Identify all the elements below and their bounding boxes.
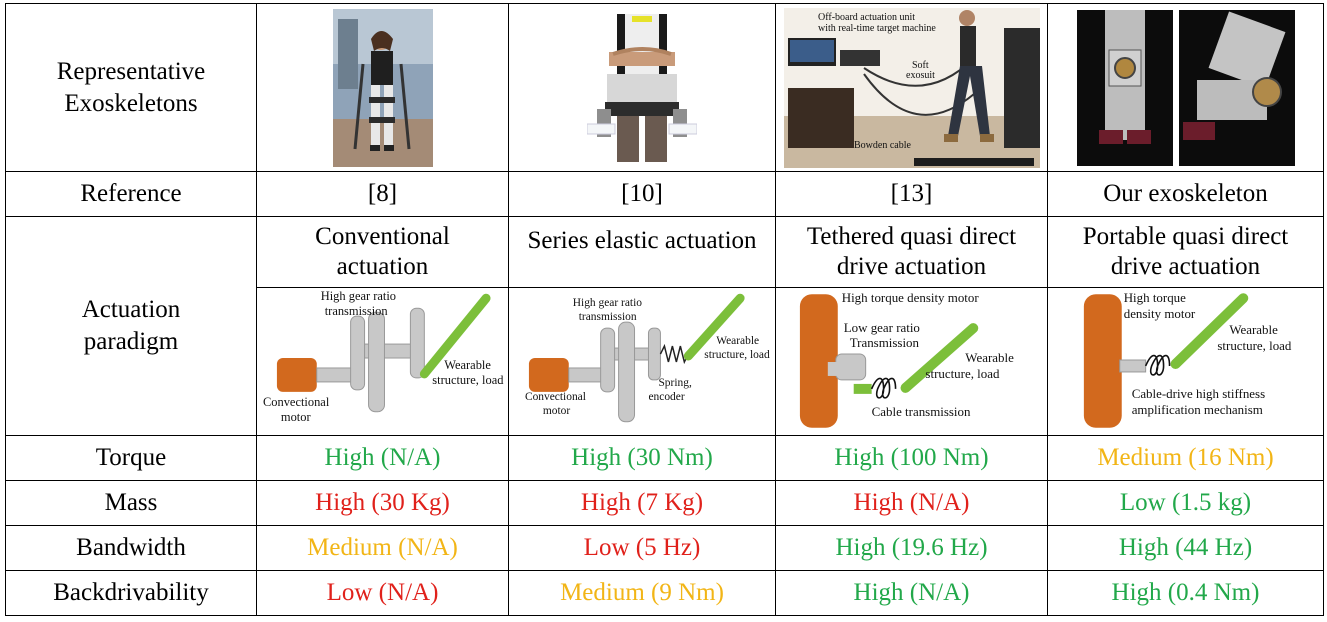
bandwidth-value-2: Low (5 Hz) [508, 525, 776, 571]
diagram-series-elastic: High gear ratio transmission Wearable st… [509, 288, 775, 435]
actuation-cell-4: Portable quasi direct drive actuation Hi… [1047, 216, 1324, 436]
gear-icon [618, 321, 636, 422]
exoskeleton-photo-4 [1047, 3, 1324, 172]
diagram-label: Wearable [1229, 322, 1278, 337]
actuation-cell-1: Conventional actuation High gear ratio t… [256, 216, 509, 436]
photo-label-offboard: Off-board actuation unit [818, 12, 915, 23]
wearable-link-icon [1170, 293, 1249, 369]
backdrivability-value-1: Low (N/A) [256, 570, 509, 616]
diagram-label: density motor [1124, 306, 1196, 321]
diagram-conventional: High gear ratio transmission Wearable st… [257, 288, 508, 435]
diagram-label: Convectional [263, 395, 330, 409]
comparison-table: Representative Exoskeletons [5, 3, 1324, 616]
paradigm-title-4: Portable quasi direct drive actuation [1048, 217, 1323, 288]
exoskeleton-photo-1 [256, 3, 509, 172]
diagram-label: amplification mechanism [1132, 402, 1263, 417]
bandwidth-value-1: Medium (N/A) [256, 525, 509, 571]
diagram-label: transmission [579, 311, 637, 323]
row-header-backdrivability: Backdrivability [5, 570, 257, 616]
photo-knee-exoskeleton [1076, 9, 1295, 166]
diagram-label: motor [281, 410, 312, 424]
photo-label-exosuit: exosuit [906, 70, 935, 81]
mass-value-3: High (N/A) [775, 480, 1048, 526]
backdrivability-value-4: High (0.4 Nm) [1047, 570, 1324, 616]
reference-2: [10] [508, 171, 776, 217]
exoskeleton-photo-3: Off-board actuation unit with real-time … [775, 3, 1048, 172]
diagram-label: Wearable [965, 350, 1014, 365]
diagram-label: structure, load [1217, 338, 1292, 353]
bandwidth-value-4: High (44 Hz) [1047, 525, 1324, 571]
photo-label-bowden: Bowden cable [854, 140, 911, 151]
row-header-mass: Mass [5, 480, 257, 526]
reference-1: [8] [256, 171, 509, 217]
exoskeleton-photo-2 [508, 3, 776, 172]
paradigm-title-3: Tethered quasi direct drive actuation [776, 217, 1047, 288]
reference-4: Our exoskeleton [1047, 171, 1324, 217]
bandwidth-value-3: High (19.6 Hz) [775, 525, 1048, 571]
cable-icon [870, 377, 897, 399]
motor-icon [528, 357, 569, 392]
mass-value-1: High (30 Kg) [256, 480, 509, 526]
diagram-label: motor [543, 404, 571, 416]
diagram-label: Convectional [525, 390, 586, 402]
photo-label-target-machine: with real-time target machine [818, 23, 936, 34]
motor-icon [1083, 294, 1122, 428]
row-header-torque: Torque [5, 435, 257, 481]
row-header-representative: Representative Exoskeletons [5, 3, 257, 172]
spring-icon [659, 343, 689, 364]
torque-value-4: Medium (16 Nm) [1047, 435, 1324, 481]
diagram-label: structure, load [432, 373, 504, 387]
mass-value-4: Low (1.5 kg) [1047, 480, 1324, 526]
row-header-bandwidth: Bandwidth [5, 525, 257, 571]
diagram-label: Wearable [444, 358, 491, 372]
diagram-label: Wearable [716, 335, 759, 347]
actuation-cell-2: Series elastic actuation High gear ratio… [508, 216, 776, 436]
diagram-label: transmission [325, 304, 389, 318]
diagram-label: High gear ratio [573, 297, 643, 309]
gear-icon [600, 327, 616, 392]
backdrivability-value-2: Medium (9 Nm) [508, 570, 776, 616]
diagram-label: structure, load [925, 366, 1000, 381]
gear-icon [350, 315, 366, 391]
row-header-actuation: Actuation paradigm [5, 216, 257, 436]
diagram-label: structure, load [704, 349, 770, 361]
torque-value-3: High (100 Nm) [775, 435, 1048, 481]
diagram-label: Transmission [850, 335, 920, 350]
wearable-link-icon [419, 293, 491, 379]
reference-3: [13] [775, 171, 1048, 217]
wearable-link-icon [683, 293, 745, 361]
diagram-portable: High torque density motor Wearable struc… [1048, 288, 1323, 435]
photo-tethered-exosuit: Off-board actuation unit with real-time … [783, 7, 1040, 168]
paradigm-title-1: Conventional actuation [257, 217, 508, 288]
cable-icon [1144, 354, 1171, 376]
diagram-tethered: High torque density motor Low gear ratio… [776, 288, 1047, 435]
motor-icon [276, 358, 317, 392]
gear-icon [647, 327, 661, 380]
diagram-label: High torque [1124, 290, 1186, 305]
diagram-label: Low gear ratio [844, 320, 920, 335]
gear-icon [368, 311, 385, 413]
photo-label-soft: Soft [912, 60, 929, 71]
diagram-label: Cable transmission [872, 404, 971, 419]
gear-icon [409, 307, 425, 379]
photo-walking-exoskeleton [332, 8, 433, 167]
diagram-label: High torque density motor [842, 290, 980, 305]
row-header-reference: Reference [5, 171, 257, 217]
torque-value-2: High (30 Nm) [508, 435, 776, 481]
mass-value-2: High (7 Kg) [508, 480, 776, 526]
diagram-label: encoder [648, 390, 684, 402]
torque-value-1: High (N/A) [256, 435, 509, 481]
diagram-label: Spring, [658, 376, 692, 388]
actuation-cell-3: Tethered quasi direct drive actuation Hi… [775, 216, 1048, 436]
paradigm-title-2: Series elastic actuation [509, 218, 775, 288]
backdrivability-value-3: High (N/A) [775, 570, 1048, 616]
wearable-link-icon [900, 323, 979, 393]
photo-torso-exoskeleton [587, 13, 697, 162]
diagram-label: High gear ratio [321, 289, 396, 303]
motor-icon [799, 294, 838, 428]
diagram-label: Cable-drive high stiffness [1132, 386, 1265, 401]
